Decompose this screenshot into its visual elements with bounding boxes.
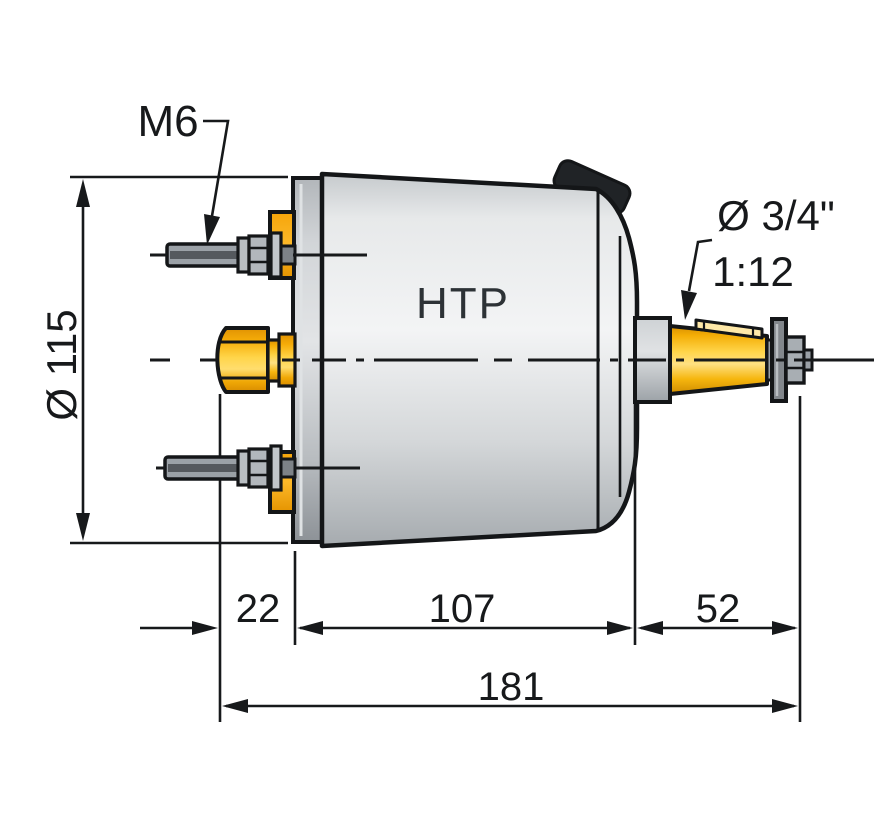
dim-181-value: 181	[478, 665, 545, 709]
dim-107-arrow-right	[607, 621, 633, 635]
shaft-nut-facets	[787, 350, 803, 370]
stud-nut-bottom	[247, 447, 270, 489]
stud-nut-facets-top	[250, 246, 267, 264]
mounting-stud-top	[165, 210, 297, 280]
stud-collar-top	[236, 236, 251, 274]
pump-body: HTP	[291, 171, 640, 549]
stud-thread-shade-bottom	[168, 464, 240, 472]
stud-thread-label: M6	[137, 97, 198, 146]
shaft-taper-callout: Ø 3/4" 1:12	[681, 192, 835, 320]
taper-leader-arrowhead	[681, 290, 697, 320]
dim-52-value: 52	[696, 587, 741, 631]
stud-shank-bottom	[279, 457, 297, 479]
dim-107-arrow-left	[297, 621, 323, 635]
taper-ratio-label: 1:12	[712, 248, 794, 295]
dim-52-arrow-right	[772, 621, 798, 635]
dim-22-arrow	[192, 621, 218, 635]
dim-52-arrow-left	[637, 621, 663, 635]
dim-22-value: 22	[236, 587, 281, 631]
extension-lines-rear	[218, 394, 802, 722]
dim-181-arrow-right	[772, 699, 798, 713]
stud-nut-facets-bottom	[250, 459, 267, 477]
dimension-body-diameter: Ø 115	[38, 175, 288, 545]
dim-181-arrow-left	[222, 699, 248, 713]
stud-collar-bottom	[236, 449, 251, 487]
port-hex-nut	[215, 326, 270, 394]
arrowhead-up	[76, 179, 90, 207]
stud-thread-shade-top	[170, 251, 240, 259]
m6-leader-line	[203, 119, 230, 217]
body-diameter-dimension: Ø 115	[38, 309, 85, 420]
dimension-lengths: 22 107 52 181	[140, 404, 798, 713]
mounting-stud-bottom	[163, 444, 297, 514]
hose-port-fitting	[215, 326, 297, 394]
m6-leader-arrowhead	[204, 214, 220, 245]
shaft-key	[694, 318, 764, 340]
centerlines	[150, 253, 874, 470]
stud-nut-top	[247, 234, 270, 276]
taper-leader-line	[687, 238, 713, 292]
shaft-key-notches	[702, 322, 755, 336]
product-label: HTP	[416, 279, 510, 328]
stud-shank-top	[279, 244, 297, 266]
dim-107-value: 107	[429, 587, 496, 631]
port-hex-facets	[220, 340, 266, 380]
shaft-diameter-label: Ø 3/4"	[717, 192, 835, 239]
body-silhouette	[319, 171, 640, 549]
arrowhead-down	[76, 513, 90, 541]
stud-thread-callout: M6	[137, 97, 230, 245]
